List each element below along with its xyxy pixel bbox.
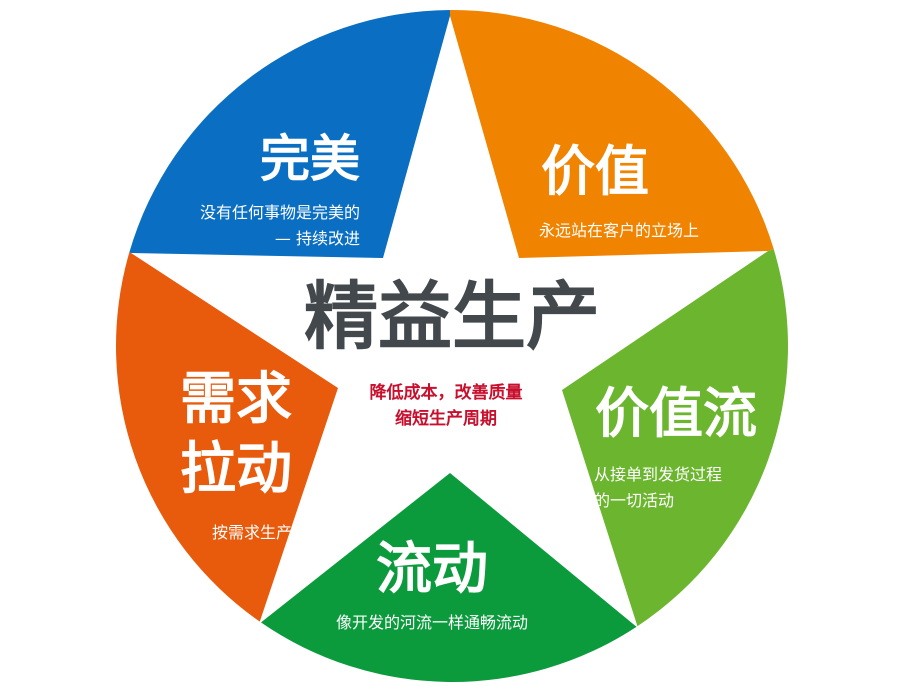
segment-pull-title-2: 拉动 (180, 437, 292, 502)
segment-flow-title: 流动 (376, 537, 488, 602)
center-title: 精益生产 (304, 274, 600, 360)
center-subtitle-2: 缩短生产周期 (395, 408, 497, 429)
segment-value-stream-title: 价值流 (595, 382, 757, 445)
segment-value-stream-desc-1: 从接单到发货过程 (594, 465, 722, 484)
segment-perfection-title: 完美 (260, 130, 360, 188)
segment-pull-title-1: 需求 (180, 367, 292, 432)
segment-flow-desc: 像开发的河流一样通畅流动 (336, 613, 528, 632)
segment-perfection-desc-2: — 持续改进 (275, 229, 360, 248)
center-subtitle-1: 降低成本，改善质量 (370, 382, 523, 403)
segment-wedge-flow (260, 346, 637, 682)
center-star (131, 16, 768, 628)
segment-value-desc: 永远站在客户的立场上 (539, 221, 699, 240)
segment-pull-desc: 按需求生产 (212, 523, 292, 542)
segment-perfection-desc-1: 没有任何事物是完美的 (200, 203, 360, 222)
segment-value-stream-desc-2: 的一切活动 (594, 491, 674, 510)
segment-value-title: 价值 (541, 140, 649, 203)
